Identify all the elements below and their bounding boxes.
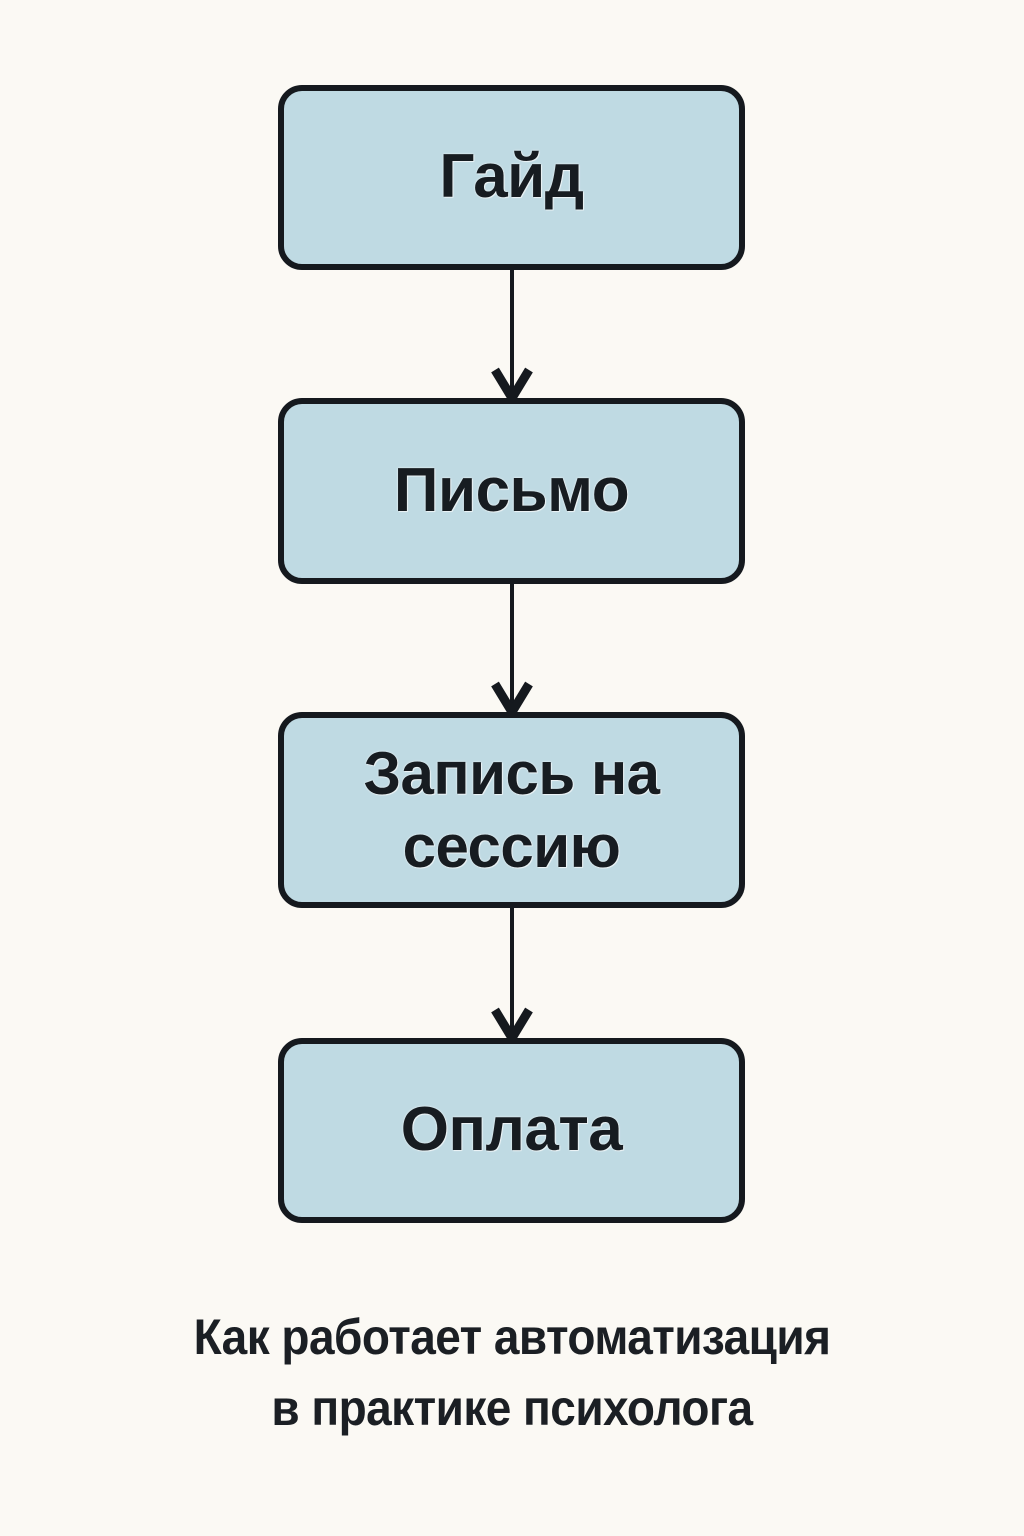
flow-edge-guide-letter	[462, 266, 562, 402]
caption-line-1: Как работает автоматизация	[193, 1309, 831, 1365]
down-arrow-icon	[491, 904, 533, 1042]
flow-node-guide[interactable]: Гайд	[278, 85, 745, 270]
down-arrow-icon	[491, 266, 533, 402]
flow-node-label: Запись на сессию	[363, 739, 660, 880]
down-arrow-icon	[491, 580, 533, 716]
flow-node-booking[interactable]: Запись на сессию	[278, 712, 745, 908]
flow-node-label: Оплата	[400, 1095, 623, 1165]
flow-node-label: Письмо	[393, 455, 630, 525]
flow-node-label: Гайд	[439, 142, 584, 212]
flow-node-payment[interactable]: Оплата	[278, 1038, 745, 1223]
flow-edge-letter-booking	[462, 580, 562, 716]
flow-edge-booking-payment	[462, 904, 562, 1042]
flow-node-letter[interactable]: Письмо	[278, 398, 745, 584]
caption-line-2: в практике психолога	[271, 1380, 753, 1436]
diagram-caption: Как работает автоматизация в практике пс…	[41, 1302, 983, 1444]
